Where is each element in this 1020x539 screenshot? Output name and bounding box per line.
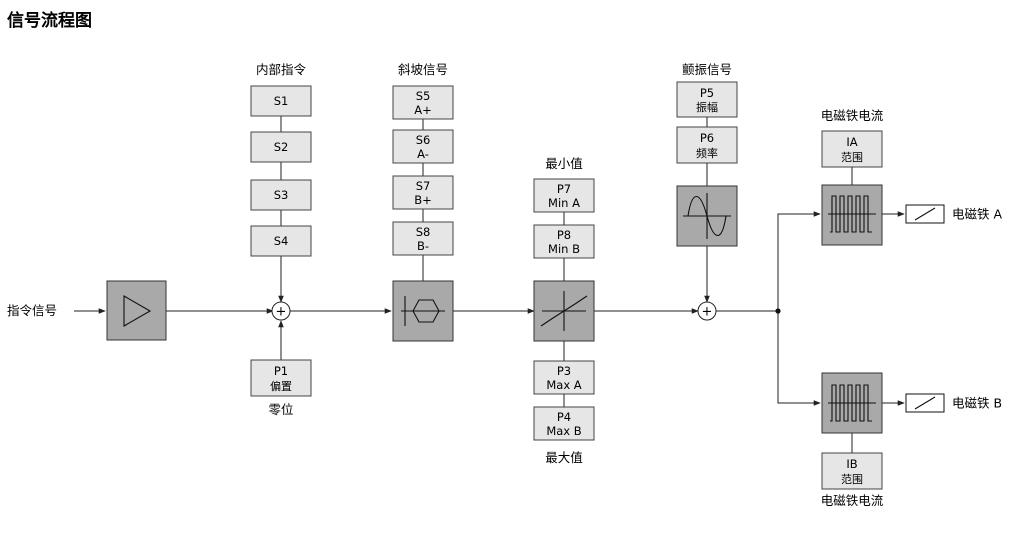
block-s2-code: S2: [274, 140, 289, 154]
summing-junction-2-symbol: +: [702, 305, 713, 320]
block-p5[interactable]: P5 振幅: [676, 81, 738, 118]
pwm-driver-a-block[interactable]: [821, 184, 883, 246]
block-p5-code: P5: [700, 86, 714, 100]
block-ib-code: IB: [846, 457, 857, 471]
block-p4-code: P4: [557, 410, 571, 424]
block-s1[interactable]: S1: [250, 85, 312, 117]
block-p6[interactable]: P6 频率: [676, 126, 738, 164]
block-s5[interactable]: S5 A+: [392, 85, 454, 120]
block-s8-desc: B-: [417, 239, 429, 253]
block-p1-code: P1: [274, 364, 288, 378]
block-p8-desc: Min B: [548, 242, 580, 256]
group-label-coil-current-bottom: 电磁铁电流: [821, 493, 884, 508]
limiter-block[interactable]: [533, 280, 595, 342]
block-ia[interactable]: IA 范围: [821, 130, 883, 168]
block-p4[interactable]: P4 Max B: [533, 406, 595, 441]
block-s7-desc: B+: [414, 193, 432, 207]
block-s4-code: S4: [274, 234, 289, 248]
block-s8[interactable]: S8 B-: [392, 221, 454, 256]
block-s6-code: S6: [416, 133, 431, 147]
group-label-min: 最小值: [545, 156, 583, 171]
block-p3-desc: Max A: [546, 378, 581, 392]
group-label-max: 最大值: [545, 450, 583, 465]
block-s3-code: S3: [274, 188, 289, 202]
solenoid-coil-icon: [914, 207, 936, 221]
block-p3-code: P3: [557, 364, 571, 378]
block-p7-desc: Min A: [548, 196, 580, 210]
group-label-internal: 内部指令: [256, 62, 307, 77]
dither-oscillator-block[interactable]: [676, 185, 738, 247]
block-ia-desc: 范围: [841, 150, 863, 164]
summing-junction-2: +: [697, 301, 717, 321]
block-p6-desc: 频率: [696, 146, 718, 160]
summing-junction-1: +: [271, 301, 291, 321]
block-p8[interactable]: P8 Min B: [533, 224, 595, 259]
solenoid-coil-icon: [914, 396, 936, 410]
page-title: 信号流程图: [7, 11, 92, 31]
group-label-offset: 零位: [268, 402, 293, 417]
block-p4-desc: Max B: [546, 424, 581, 438]
sine-wave-icon: [683, 193, 731, 239]
ramp-generator-block[interactable]: [392, 280, 454, 342]
block-ia-code: IA: [846, 135, 857, 149]
block-p1-desc: 偏置: [270, 379, 292, 393]
pwm-driver-b-block[interactable]: [821, 372, 883, 434]
summing-junction-1-symbol: +: [276, 305, 287, 320]
wire-junction-pwm-a: [777, 211, 821, 311]
block-s6-desc: A-: [417, 147, 429, 161]
wire-junction-pwm-b: [777, 311, 821, 406]
block-s8-code: S8: [416, 225, 431, 239]
block-s7-code: S7: [416, 179, 431, 193]
block-p8-code: P8: [557, 228, 571, 242]
block-ib-desc: 范围: [841, 472, 863, 486]
pwm-pulse-icon: [828, 195, 876, 233]
solenoid-b: [905, 393, 945, 413]
pwm-pulse-icon: [828, 384, 876, 422]
amplifier-block[interactable]: [106, 280, 167, 341]
block-s3[interactable]: S3: [250, 179, 312, 211]
block-s5-code: S5: [416, 89, 431, 103]
group-label-dither: 颤振信号: [682, 62, 732, 77]
block-p7[interactable]: P7 Min A: [533, 178, 595, 213]
block-p6-code: P6: [700, 131, 714, 145]
wires: [74, 116, 905, 453]
block-p7-code: P7: [557, 182, 571, 196]
junction-dot: [775, 308, 781, 314]
block-s6[interactable]: S6 A-: [392, 129, 454, 164]
output-label-solenoid-b: 电磁铁 B: [952, 396, 1002, 411]
input-label: 指令信号: [7, 303, 57, 318]
block-ib[interactable]: IB 范围: [821, 452, 883, 490]
block-p5-desc: 振幅: [696, 100, 718, 114]
block-p3[interactable]: P3 Max A: [533, 360, 595, 395]
block-s4[interactable]: S4: [250, 225, 312, 257]
block-s1-code: S1: [274, 94, 289, 108]
group-label-ramp: 斜坡信号: [398, 62, 448, 77]
group-label-coil-current-top: 电磁铁电流: [821, 108, 884, 123]
limiter-curve-icon: [540, 291, 588, 331]
output-label-solenoid-a: 电磁铁 A: [952, 207, 1002, 222]
solenoid-a: [905, 204, 945, 224]
block-s2[interactable]: S2: [250, 131, 312, 163]
block-s7[interactable]: S7 B+: [392, 175, 454, 210]
amplifier-triangle-icon: [123, 295, 152, 327]
block-s5-desc: A+: [414, 103, 432, 117]
block-p1[interactable]: P1 偏置: [250, 359, 312, 397]
ramp-hexagon-icon: [401, 296, 445, 326]
